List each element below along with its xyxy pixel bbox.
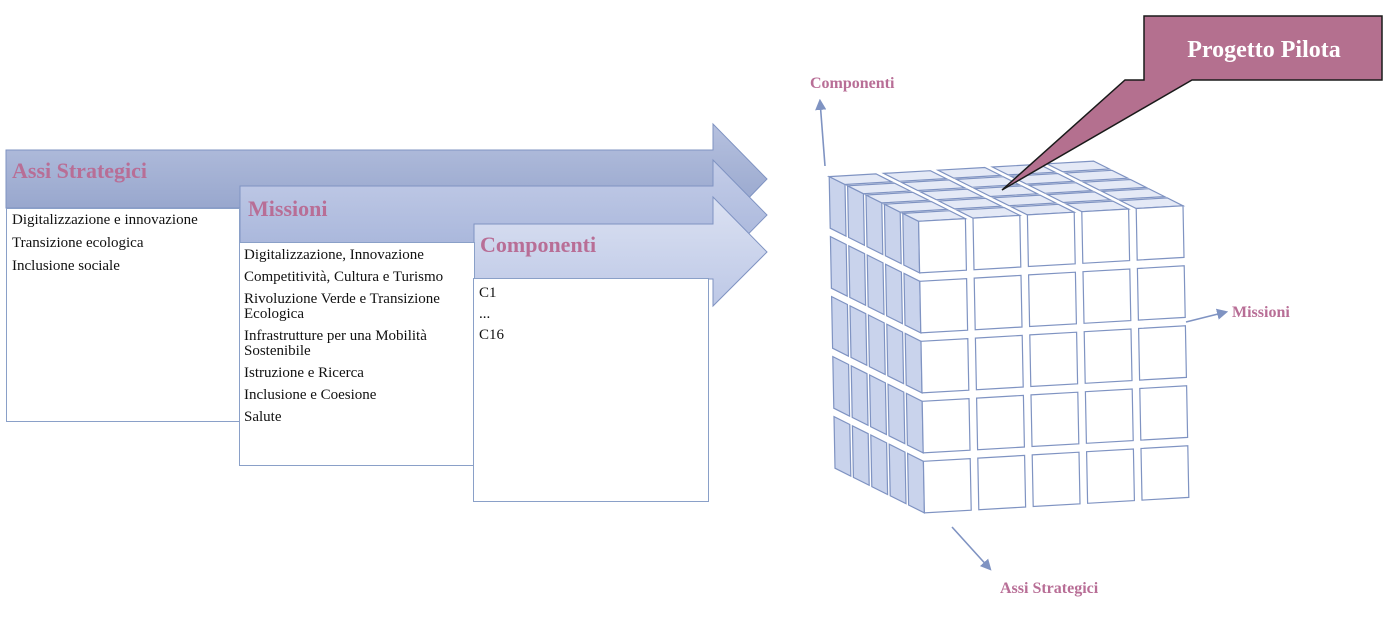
cube-face — [848, 244, 867, 307]
cube-face — [1027, 271, 1078, 328]
cube-face — [917, 217, 968, 274]
cube-face — [1026, 182, 1095, 194]
cube-face — [972, 214, 1022, 271]
assi-strategici-arrow-title: Assi Strategici — [12, 158, 147, 183]
cube-face — [832, 355, 851, 418]
cube-face — [975, 394, 1026, 451]
cube-face — [1084, 388, 1134, 444]
cube-face — [1029, 331, 1079, 388]
cube-face — [887, 383, 906, 445]
cube-face — [870, 434, 889, 496]
cube-face — [851, 424, 870, 487]
cube-face — [1045, 191, 1113, 204]
axis-right-label: Missioni — [1232, 304, 1290, 321]
cube-face — [829, 235, 848, 298]
cube-face — [888, 443, 907, 505]
cube-face — [1081, 208, 1131, 264]
cube-face — [1026, 211, 1076, 268]
list-item: Competitività, Cultura e Turismo — [244, 269, 444, 285]
cube-face — [905, 392, 924, 454]
cube-face — [977, 454, 1027, 511]
cube-face — [918, 188, 986, 201]
list-item: Salute — [244, 409, 282, 425]
cube-face — [863, 191, 931, 204]
cube-face — [973, 274, 1023, 331]
cube-face — [826, 173, 895, 186]
cube-face — [935, 166, 1003, 179]
cube-face — [865, 194, 884, 256]
cube-face — [868, 374, 888, 436]
list-item: Digitalizzazione, Innovazione — [244, 247, 424, 263]
cube-face — [833, 415, 852, 478]
cube-face — [919, 277, 969, 334]
cube-face — [828, 175, 847, 238]
cube-face — [1140, 445, 1190, 501]
cube-face — [866, 254, 885, 316]
cube-face — [1099, 188, 1167, 200]
progetto-pilota-label: Progetto Pilota — [1187, 37, 1341, 63]
cube-face — [936, 197, 1004, 210]
cube-face — [899, 179, 967, 192]
cube-face — [886, 323, 905, 385]
cube-face — [921, 397, 971, 454]
cube-face — [1083, 328, 1133, 384]
cube-face — [884, 263, 904, 325]
cube-face — [1137, 325, 1188, 381]
cube-face — [1136, 265, 1186, 321]
componenti-arrow-title: Componenti — [480, 232, 596, 257]
list-item: Rivoluzione Verde e Transizione Ecologic… — [244, 291, 440, 322]
cube-face — [1082, 268, 1132, 324]
cube-face — [903, 272, 922, 334]
cube-face — [906, 452, 926, 514]
cube-face — [904, 332, 923, 394]
cube-face — [954, 176, 1022, 188]
cube-face — [867, 314, 886, 376]
missioni-arrow-title: Missioni — [248, 196, 327, 221]
cube-face — [883, 203, 902, 265]
cube-face — [1062, 169, 1131, 182]
cube-face — [1044, 160, 1112, 173]
cube-face — [990, 194, 1059, 207]
cube-face — [1030, 391, 1080, 448]
cube-face — [1139, 385, 1189, 441]
cube-face — [972, 185, 1040, 198]
cube-face — [1085, 448, 1136, 504]
cube-face — [1081, 178, 1149, 191]
list-item: Transizione ecologica — [12, 235, 144, 251]
cube-face — [1135, 205, 1185, 261]
list-item: Inclusione sociale — [12, 258, 120, 274]
cube-face — [849, 304, 868, 367]
axis-up-arrow — [815, 98, 827, 167]
componenti-list: C1... C16 — [473, 278, 709, 502]
axis-right-arrow — [1185, 308, 1229, 323]
cube-face — [850, 364, 869, 427]
cube-face — [845, 182, 913, 195]
cube-face — [902, 212, 921, 274]
cube-face — [920, 337, 970, 394]
cube-face — [974, 334, 1024, 391]
axis-up-label: Componenti — [810, 75, 895, 92]
cube-face — [881, 170, 949, 182]
list-item: Infrastrutture per una Mobilità Sostenib… — [244, 328, 427, 359]
list-item: C16 — [479, 327, 505, 343]
cube-face — [922, 457, 972, 514]
progetto-pilota-callout: Progetto Pilota — [1001, 15, 1383, 191]
axis-down-arrow — [951, 526, 992, 571]
cube-grid — [826, 160, 1190, 514]
cube-face — [882, 200, 950, 213]
list-item: Inclusione e Coesione — [244, 387, 377, 403]
list-item: ... — [479, 306, 491, 322]
list-item: Digitalizzazione e innovazione — [12, 212, 198, 228]
cube-face — [830, 295, 850, 358]
list-item: C1 — [479, 285, 497, 301]
list-item: Istruzione e Ricerca — [244, 365, 364, 381]
axis-down-label: Assi Strategici — [1000, 580, 1099, 597]
cube-face — [846, 184, 866, 247]
cube-face — [1031, 451, 1081, 508]
